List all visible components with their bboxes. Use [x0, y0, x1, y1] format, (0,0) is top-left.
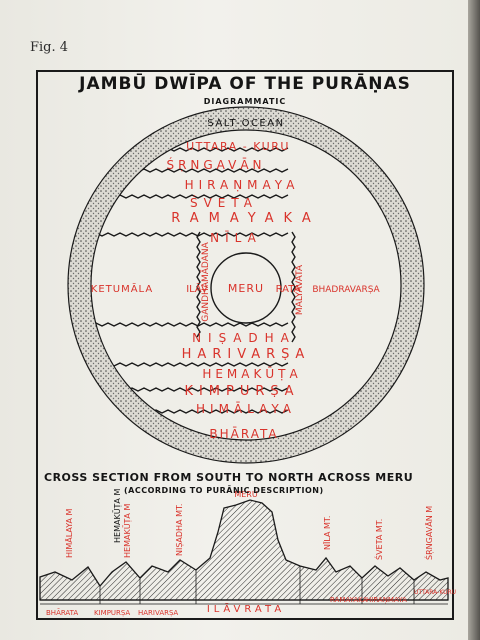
- region-himalaya: HIMĀLAYA: [196, 402, 296, 416]
- region-ilavrata-left: ILĀV: [186, 282, 208, 295]
- region-srngavan: ŚṚNGAVĀN: [166, 157, 265, 172]
- base-harivarsa: HARIVARṢA: [138, 609, 178, 617]
- cross-section-subtitle: (ACCORDING TO PURĀNIC DESCRIPTION): [124, 486, 324, 495]
- peak-hemakuta: HEMAKŪṬA M: [122, 504, 133, 558]
- peak-srngavan: ŚṚNGAVĀN M: [423, 506, 435, 560]
- salt-ocean-label: SALT-OCEAN: [207, 118, 284, 129]
- base-kimpursa: KIMPURṢA: [94, 609, 130, 617]
- base-ramayaka: RAMAYAKA: [330, 596, 368, 604]
- region-ramayaka: RAMAYAKA: [171, 211, 321, 226]
- diagram-title: JAMBŪ DWĪPA OF THE PURĀṆAS: [79, 74, 411, 94]
- peak-sveta: ŚVETA MT.: [373, 519, 384, 560]
- page-edge-shadow: [468, 0, 480, 640]
- meru-circle: [210, 252, 282, 324]
- region-harivarsa: HARIVARṢA: [182, 347, 311, 362]
- range-malyavata: MALYAVATA: [295, 264, 305, 315]
- region-nisadha: NIṢADHA: [192, 331, 296, 345]
- region-bhadravarsa: BHADRAVARṢA: [312, 285, 380, 295]
- peak-meru: MERU: [234, 490, 258, 499]
- cross-section-profile: [39, 499, 449, 605]
- region-ketumala: KETUMĀLA: [91, 282, 153, 295]
- base-bharata: BHĀRATA: [46, 608, 78, 617]
- base-ilavrata: ILĀVRATA: [207, 602, 285, 615]
- region-ilavrata-right: RATA: [276, 284, 301, 295]
- peak-nila: NĪLA MT.: [322, 516, 332, 550]
- region-hiranmaya: HIRAṆMAYA: [185, 178, 300, 192]
- region-nila: NĪLA: [210, 231, 262, 245]
- peak-nisadha: NIṢADHA MT.: [175, 504, 184, 556]
- peak-hemakuta-top: HEMAKŪṬA M: [112, 489, 123, 543]
- figure-frame: [36, 70, 454, 620]
- range-gandhamadana: GANDHAMĀDANA: [200, 241, 211, 321]
- cross-section-title: CROSS SECTION FROM SOUTH TO NORTH ACROSS…: [44, 471, 414, 484]
- base-uttara-kuru: UTTARA-KURU: [414, 589, 456, 596]
- diagram-subtitle: DIAGRAMMATIC: [203, 97, 287, 106]
- region-sveta: ŚVETA: [190, 195, 258, 210]
- region-hemakuta: HEMAKŪṬA: [202, 367, 301, 381]
- region-kimpursa: KIMPURṢA: [184, 384, 299, 399]
- region-bharata: BHĀRATA: [209, 427, 278, 441]
- meru-label: MERU: [228, 282, 264, 295]
- peak-himalaya: HIMĀLAYA M: [64, 508, 74, 558]
- region-uttara-kuru: UTTARA - KURU: [186, 140, 290, 153]
- figure-label: Fig. 4: [30, 40, 69, 55]
- base-hiranmaya: HIRAṆMAYA: [366, 596, 407, 604]
